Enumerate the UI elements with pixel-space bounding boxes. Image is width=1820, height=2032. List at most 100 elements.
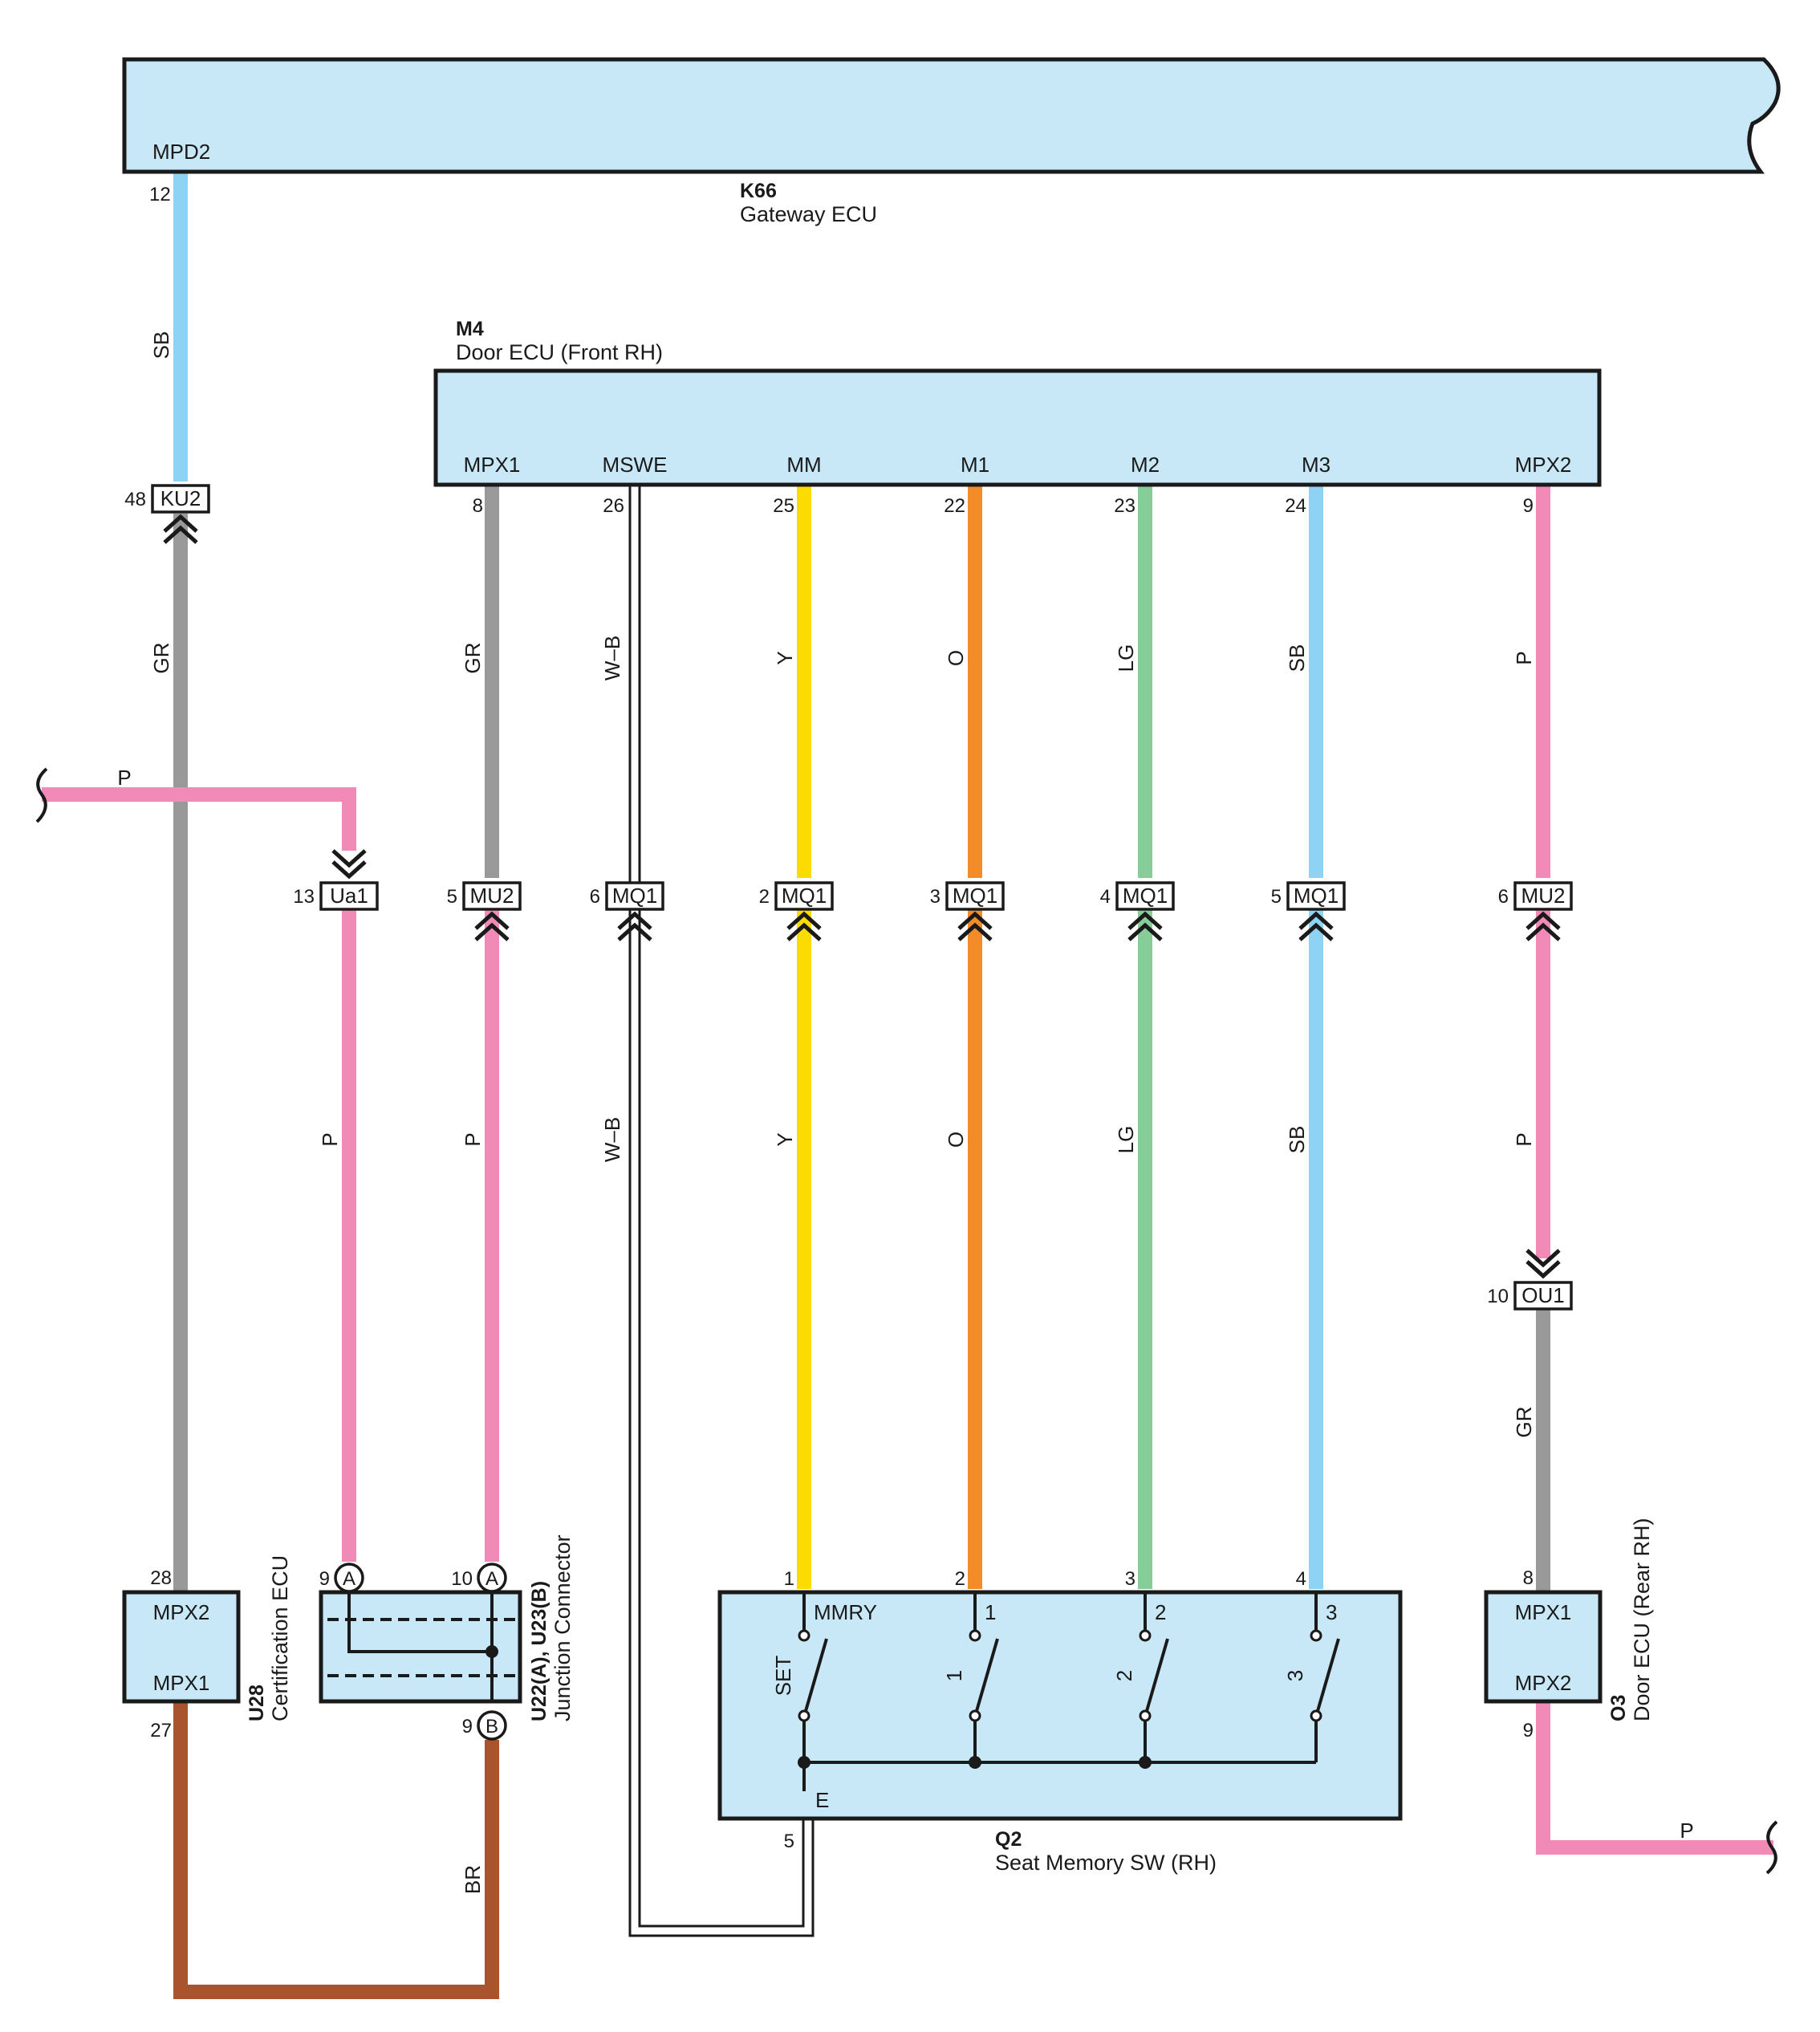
u28-terminal-mpx2: MPX2 bbox=[153, 1600, 210, 1624]
connector-mq1-m2-pin: 4 bbox=[1100, 886, 1111, 908]
k66-code: K66 bbox=[740, 180, 777, 202]
u22-pin-b9-number: 9 bbox=[462, 1716, 473, 1737]
m4-door-ecu-box bbox=[433, 368, 1602, 487]
connector-mq1-m1-pin: 3 bbox=[930, 886, 940, 908]
q2-switch-mmry-label: MMRY bbox=[814, 1600, 877, 1624]
m4-terminal-m3: M3 bbox=[1302, 453, 1330, 477]
connector-ua1-pin: 13 bbox=[293, 886, 315, 908]
k66-gateway-ecu-box bbox=[122, 57, 1781, 174]
label-m1-o-upper: O bbox=[944, 650, 968, 666]
q2-pin-1: 1 bbox=[784, 1568, 794, 1590]
q2-switch-set-side: SET bbox=[771, 1656, 795, 1697]
u22-code: U22(A), U23(B) bbox=[528, 1581, 550, 1721]
m4-name: Door ECU (Front RH) bbox=[456, 340, 663, 364]
q2-pin-5: 5 bbox=[784, 1831, 794, 1852]
m4-pin-mpx1: 8 bbox=[473, 495, 483, 517]
label-mswe-wb-upper: W–B bbox=[600, 636, 624, 681]
wire-break-left bbox=[35, 767, 48, 823]
m4-terminal-m1: M1 bbox=[961, 453, 989, 477]
o3-terminal-mpx2: MPX2 bbox=[1515, 1671, 1572, 1695]
q2-switch-labels: MMRY 1 2 3 SET 1 2 3 E bbox=[771, 1600, 1337, 1812]
connector-ku2: KU2 48 bbox=[124, 484, 210, 543]
u22-pin-a9-number: 9 bbox=[319, 1568, 330, 1590]
connector-mq1-m2: MQ1 4 bbox=[1100, 881, 1175, 940]
m4-pin-mm: 25 bbox=[773, 495, 794, 517]
q2-switch-1-label: 1 bbox=[985, 1600, 996, 1624]
m4-terminal-mm: MM bbox=[786, 453, 821, 477]
connector-ua1-id: Ua1 bbox=[330, 884, 368, 908]
label-ua1-p: P bbox=[318, 1132, 342, 1146]
label-mm-y-lower: Y bbox=[773, 1132, 797, 1146]
u28-code: U28 bbox=[246, 1685, 268, 1721]
m4-pin-m1: 22 bbox=[944, 495, 965, 517]
label-mpx2-p-upper: P bbox=[1512, 651, 1536, 664]
connector-mq1-m1-id: MQ1 bbox=[953, 884, 997, 908]
m4-code: M4 bbox=[456, 318, 484, 340]
m4-terminal-mswe: MSWE bbox=[603, 453, 668, 477]
u22-pin-b9: B 9 bbox=[462, 1710, 507, 1741]
connector-ku2-id: KU2 bbox=[160, 486, 201, 510]
label-mm-y-upper: Y bbox=[773, 651, 797, 664]
wire-p-left bbox=[42, 787, 356, 851]
o3-door-ecu-box bbox=[1484, 1590, 1603, 1704]
u22-pin-a10: A 10 bbox=[451, 1563, 507, 1593]
q2-pin-2: 2 bbox=[955, 1568, 965, 1590]
q2-switch-1-side: 1 bbox=[942, 1670, 966, 1681]
q2-switch-circuit bbox=[798, 1592, 1340, 1791]
connector-mq1-mswe-pin: 6 bbox=[590, 886, 600, 908]
q2-pin-3: 3 bbox=[1125, 1568, 1135, 1590]
label-ou1-gr: GR bbox=[1512, 1407, 1536, 1438]
label-k66-sb: SB bbox=[149, 331, 173, 360]
connector-mq1-m2-id: MQ1 bbox=[1123, 884, 1168, 908]
q2-switch-2-side: 2 bbox=[1112, 1670, 1136, 1681]
wire-mswe-wb bbox=[628, 486, 815, 1937]
m4-pin-labels: 8 26 25 22 23 24 9 bbox=[473, 495, 1534, 517]
m4-pin-mswe: 26 bbox=[603, 495, 624, 517]
q2-name: Seat Memory SW (RH) bbox=[995, 1851, 1217, 1875]
connector-ou1-pin: 10 bbox=[1487, 1286, 1509, 1307]
m4-pin-m3: 24 bbox=[1285, 495, 1306, 517]
m4-terminal-labels: MPX1 MSWE MM M1 M2 M3 MPX2 bbox=[464, 453, 1572, 477]
q2-seat-memory-sw-box bbox=[717, 1590, 1403, 1821]
connector-mu2-mpx1-id: MU2 bbox=[470, 884, 514, 908]
connector-mq1-m3-id: MQ1 bbox=[1294, 884, 1339, 908]
label-p-right: P bbox=[1680, 1819, 1693, 1843]
label-p-left: P bbox=[117, 766, 131, 790]
q2-ground-label: E bbox=[815, 1788, 829, 1812]
k66-terminal-label: MPD2 bbox=[152, 140, 210, 164]
wire-color-labels: SB GR P P GR P W–B W–B Y Y O O LG LG SB … bbox=[117, 331, 1693, 1894]
connector-ua1: Ua1 13 bbox=[293, 851, 379, 911]
k66-pin-label: 12 bbox=[149, 184, 171, 205]
o3-pin-mpx2: 9 bbox=[1523, 1720, 1534, 1741]
label-mpx1-gr: GR bbox=[461, 643, 485, 674]
u22-pin-a9: A 9 bbox=[319, 1563, 364, 1593]
connector-ku2-pin: 48 bbox=[124, 489, 146, 510]
u28-pin-mpx2: 28 bbox=[150, 1567, 172, 1589]
u22-pin-a10-number: 10 bbox=[451, 1568, 473, 1590]
connector-ou1-id: OU1 bbox=[1521, 1283, 1564, 1307]
label-m1-o-lower: O bbox=[944, 1132, 968, 1148]
u22-junction-connector-box bbox=[319, 1590, 522, 1704]
label-ku2-gr: GR bbox=[149, 643, 173, 674]
q2-code: Q2 bbox=[995, 1828, 1022, 1851]
o3-code: O3 bbox=[1607, 1695, 1630, 1721]
q2-switch-3-side: 3 bbox=[1283, 1670, 1307, 1681]
m4-pin-m2: 23 bbox=[1114, 495, 1135, 517]
wire-br-bottom bbox=[173, 1703, 499, 1999]
label-mpx1-p: P bbox=[461, 1132, 485, 1146]
q2-switch-2-label: 2 bbox=[1155, 1600, 1166, 1624]
label-br-bottom: BR bbox=[461, 1865, 485, 1894]
u22-name: Junction Connector bbox=[550, 1534, 575, 1721]
connector-mq1-mm: MQ1 2 bbox=[759, 881, 834, 940]
o3-terminal-mpx1: MPX1 bbox=[1515, 1600, 1572, 1624]
u28-terminal-mpx1: MPX1 bbox=[153, 1671, 210, 1695]
connector-mq1-mswe: MQ1 6 bbox=[590, 881, 664, 940]
k66-name: Gateway ECU bbox=[740, 202, 877, 226]
connector-mq1-mm-id: MQ1 bbox=[782, 884, 827, 908]
connector-mq1-m3: MQ1 5 bbox=[1271, 881, 1346, 940]
connector-mu2-mpx2: MU2 6 bbox=[1498, 881, 1573, 940]
u22-pin-b9-letter: B bbox=[485, 1716, 498, 1737]
label-m2-lg-lower: LG bbox=[1114, 1126, 1138, 1154]
m4-pin-mpx2: 9 bbox=[1523, 495, 1534, 517]
connector-ou1: OU1 10 bbox=[1487, 1250, 1573, 1311]
